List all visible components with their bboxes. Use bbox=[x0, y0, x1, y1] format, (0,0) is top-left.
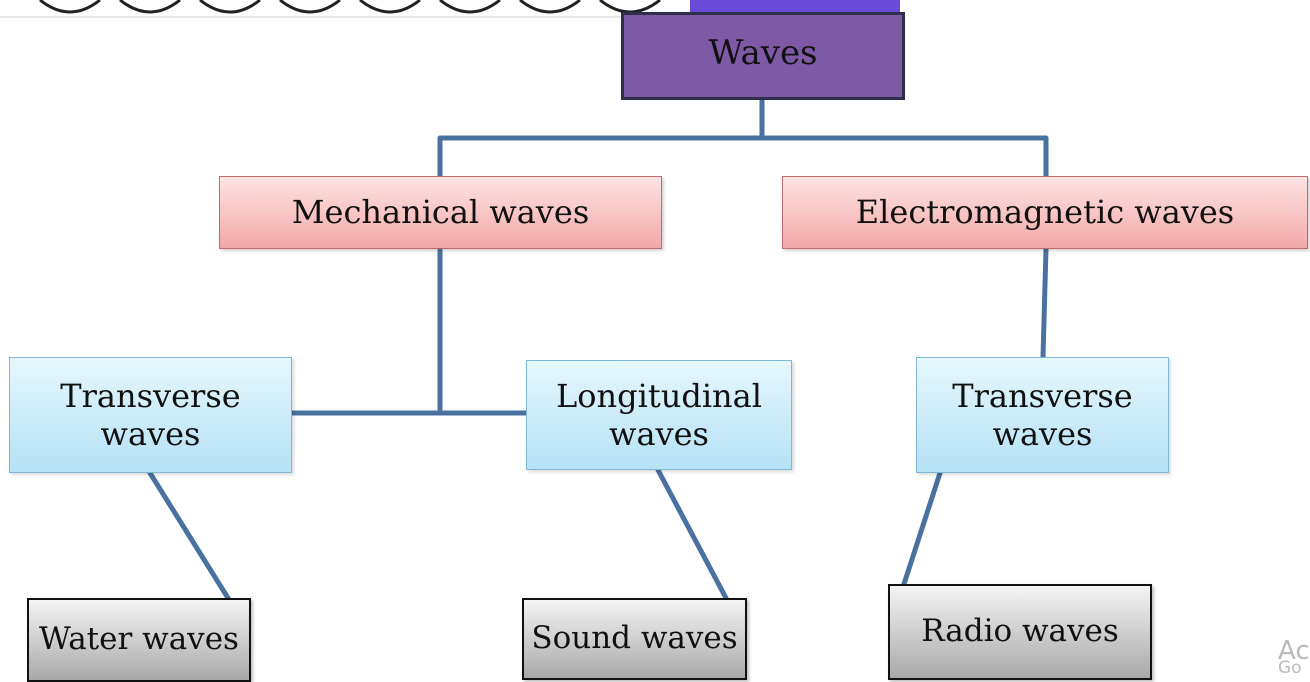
node-electromagnetic-waves: Electromagnetic waves bbox=[782, 176, 1308, 249]
connector-longitudinal-sound bbox=[655, 467, 729, 601]
node-transverse-waves-electromagnetic: Transverse waves bbox=[916, 357, 1169, 473]
root-node-waves: Waves bbox=[621, 12, 905, 100]
watermark-line-2: Go bbox=[1278, 658, 1302, 678]
watermark-line-1: Ac bbox=[1278, 636, 1310, 666]
node-radio-waves: Radio waves bbox=[888, 584, 1152, 680]
node-sound-waves: Sound waves bbox=[522, 598, 747, 680]
connector-transverse-water bbox=[147, 470, 231, 601]
node-transverse-waves-mechanical: Transverse waves bbox=[9, 357, 292, 473]
node-longitudinal-waves: Longitudinal waves bbox=[526, 360, 792, 470]
connector-electromagnetic-down bbox=[1040, 246, 1049, 360]
node-water-waves: Water waves bbox=[27, 598, 251, 682]
node-mechanical-waves: Mechanical waves bbox=[219, 176, 662, 249]
connector-transverse-radio bbox=[901, 470, 943, 587]
